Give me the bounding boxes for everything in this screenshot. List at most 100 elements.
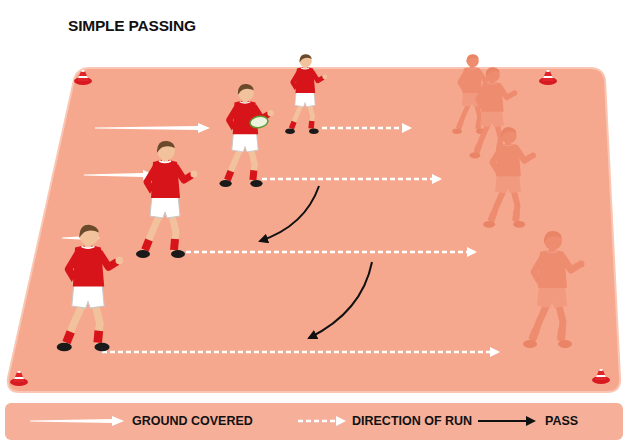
arm (99, 252, 117, 267)
shorts (295, 91, 315, 107)
ghost-player (523, 231, 585, 348)
arm (500, 87, 513, 98)
hand (578, 261, 585, 268)
boot (250, 180, 262, 187)
player (219, 84, 273, 187)
pitch (8, 68, 620, 392)
sock (476, 144, 479, 152)
legend-text: GROUND COVERED (132, 414, 253, 428)
arm (312, 71, 324, 81)
boot (94, 343, 109, 352)
hand (530, 153, 536, 159)
shorts (232, 132, 258, 152)
player (136, 141, 198, 258)
direction-of-run-sample (298, 420, 344, 423)
arm (517, 149, 532, 161)
shorts (72, 283, 104, 308)
hair (79, 225, 98, 238)
legend-text: PASS (545, 414, 578, 428)
cone-stripe (543, 76, 553, 78)
head (300, 55, 312, 67)
collar (487, 83, 496, 84)
direction-of-run-arrow (262, 178, 440, 181)
pass-arrow (260, 186, 319, 241)
head (238, 85, 254, 101)
shorts (495, 174, 521, 194)
collar (159, 161, 171, 163)
boot (558, 340, 572, 348)
pass-sample (478, 420, 534, 422)
hair (544, 231, 562, 243)
head (467, 55, 479, 67)
hair (157, 141, 175, 153)
hair (501, 127, 516, 137)
pass-arrow (309, 262, 372, 338)
direction-of-run-arrow (178, 251, 475, 254)
boot (171, 250, 185, 258)
cone-stripe (78, 76, 88, 78)
cone-body (13, 372, 25, 382)
cone-body (77, 71, 89, 81)
cone-stripe (14, 377, 24, 379)
hand (267, 110, 273, 116)
direction-of-run-arrow (322, 127, 410, 130)
sock (491, 212, 494, 221)
boot (285, 128, 295, 133)
cone-stripe (596, 375, 606, 377)
cone (74, 70, 92, 85)
shorts (537, 285, 567, 308)
player (285, 54, 327, 134)
hair (486, 67, 500, 76)
player (57, 225, 123, 351)
boot (57, 343, 72, 352)
collar (82, 247, 95, 249)
hand (191, 171, 198, 178)
ghost-player (483, 127, 536, 228)
sock (512, 211, 520, 220)
cone-top (17, 371, 21, 373)
hand (322, 74, 327, 79)
boot (219, 180, 231, 187)
diagram-title: SIMPLE PASSING (68, 17, 196, 35)
sock (66, 332, 70, 343)
ground-covered-arrow (95, 123, 210, 133)
arm (175, 166, 192, 180)
arm (562, 256, 579, 270)
sock (145, 240, 149, 250)
boot (483, 221, 495, 228)
sock (98, 331, 99, 343)
ground-covered-sample (30, 416, 124, 426)
cone-top (546, 70, 550, 72)
boot (309, 128, 319, 133)
boot (523, 340, 537, 348)
sock (458, 122, 461, 129)
boot (452, 128, 462, 133)
cone (539, 70, 557, 85)
cone-body (595, 370, 607, 380)
boot (469, 152, 480, 158)
legend-text: DIRECTION OF RUN (352, 414, 472, 428)
shorts (150, 195, 180, 218)
sock (291, 122, 294, 129)
direction-of-run-arrow (102, 351, 498, 354)
sock (308, 121, 314, 128)
sock (227, 171, 231, 180)
head (501, 128, 516, 143)
rugby-ball (249, 115, 269, 129)
collar (546, 251, 558, 253)
hand (512, 90, 517, 95)
cone-body (542, 71, 554, 81)
hair (467, 54, 479, 62)
hair (238, 84, 254, 95)
cone-top (599, 369, 603, 371)
ground-covered-arrow (84, 170, 155, 180)
sock (249, 170, 257, 180)
boot (136, 250, 150, 258)
sock (532, 330, 536, 340)
head (486, 68, 500, 82)
sock (174, 239, 175, 250)
cone-top (81, 70, 85, 72)
cone (592, 369, 610, 384)
